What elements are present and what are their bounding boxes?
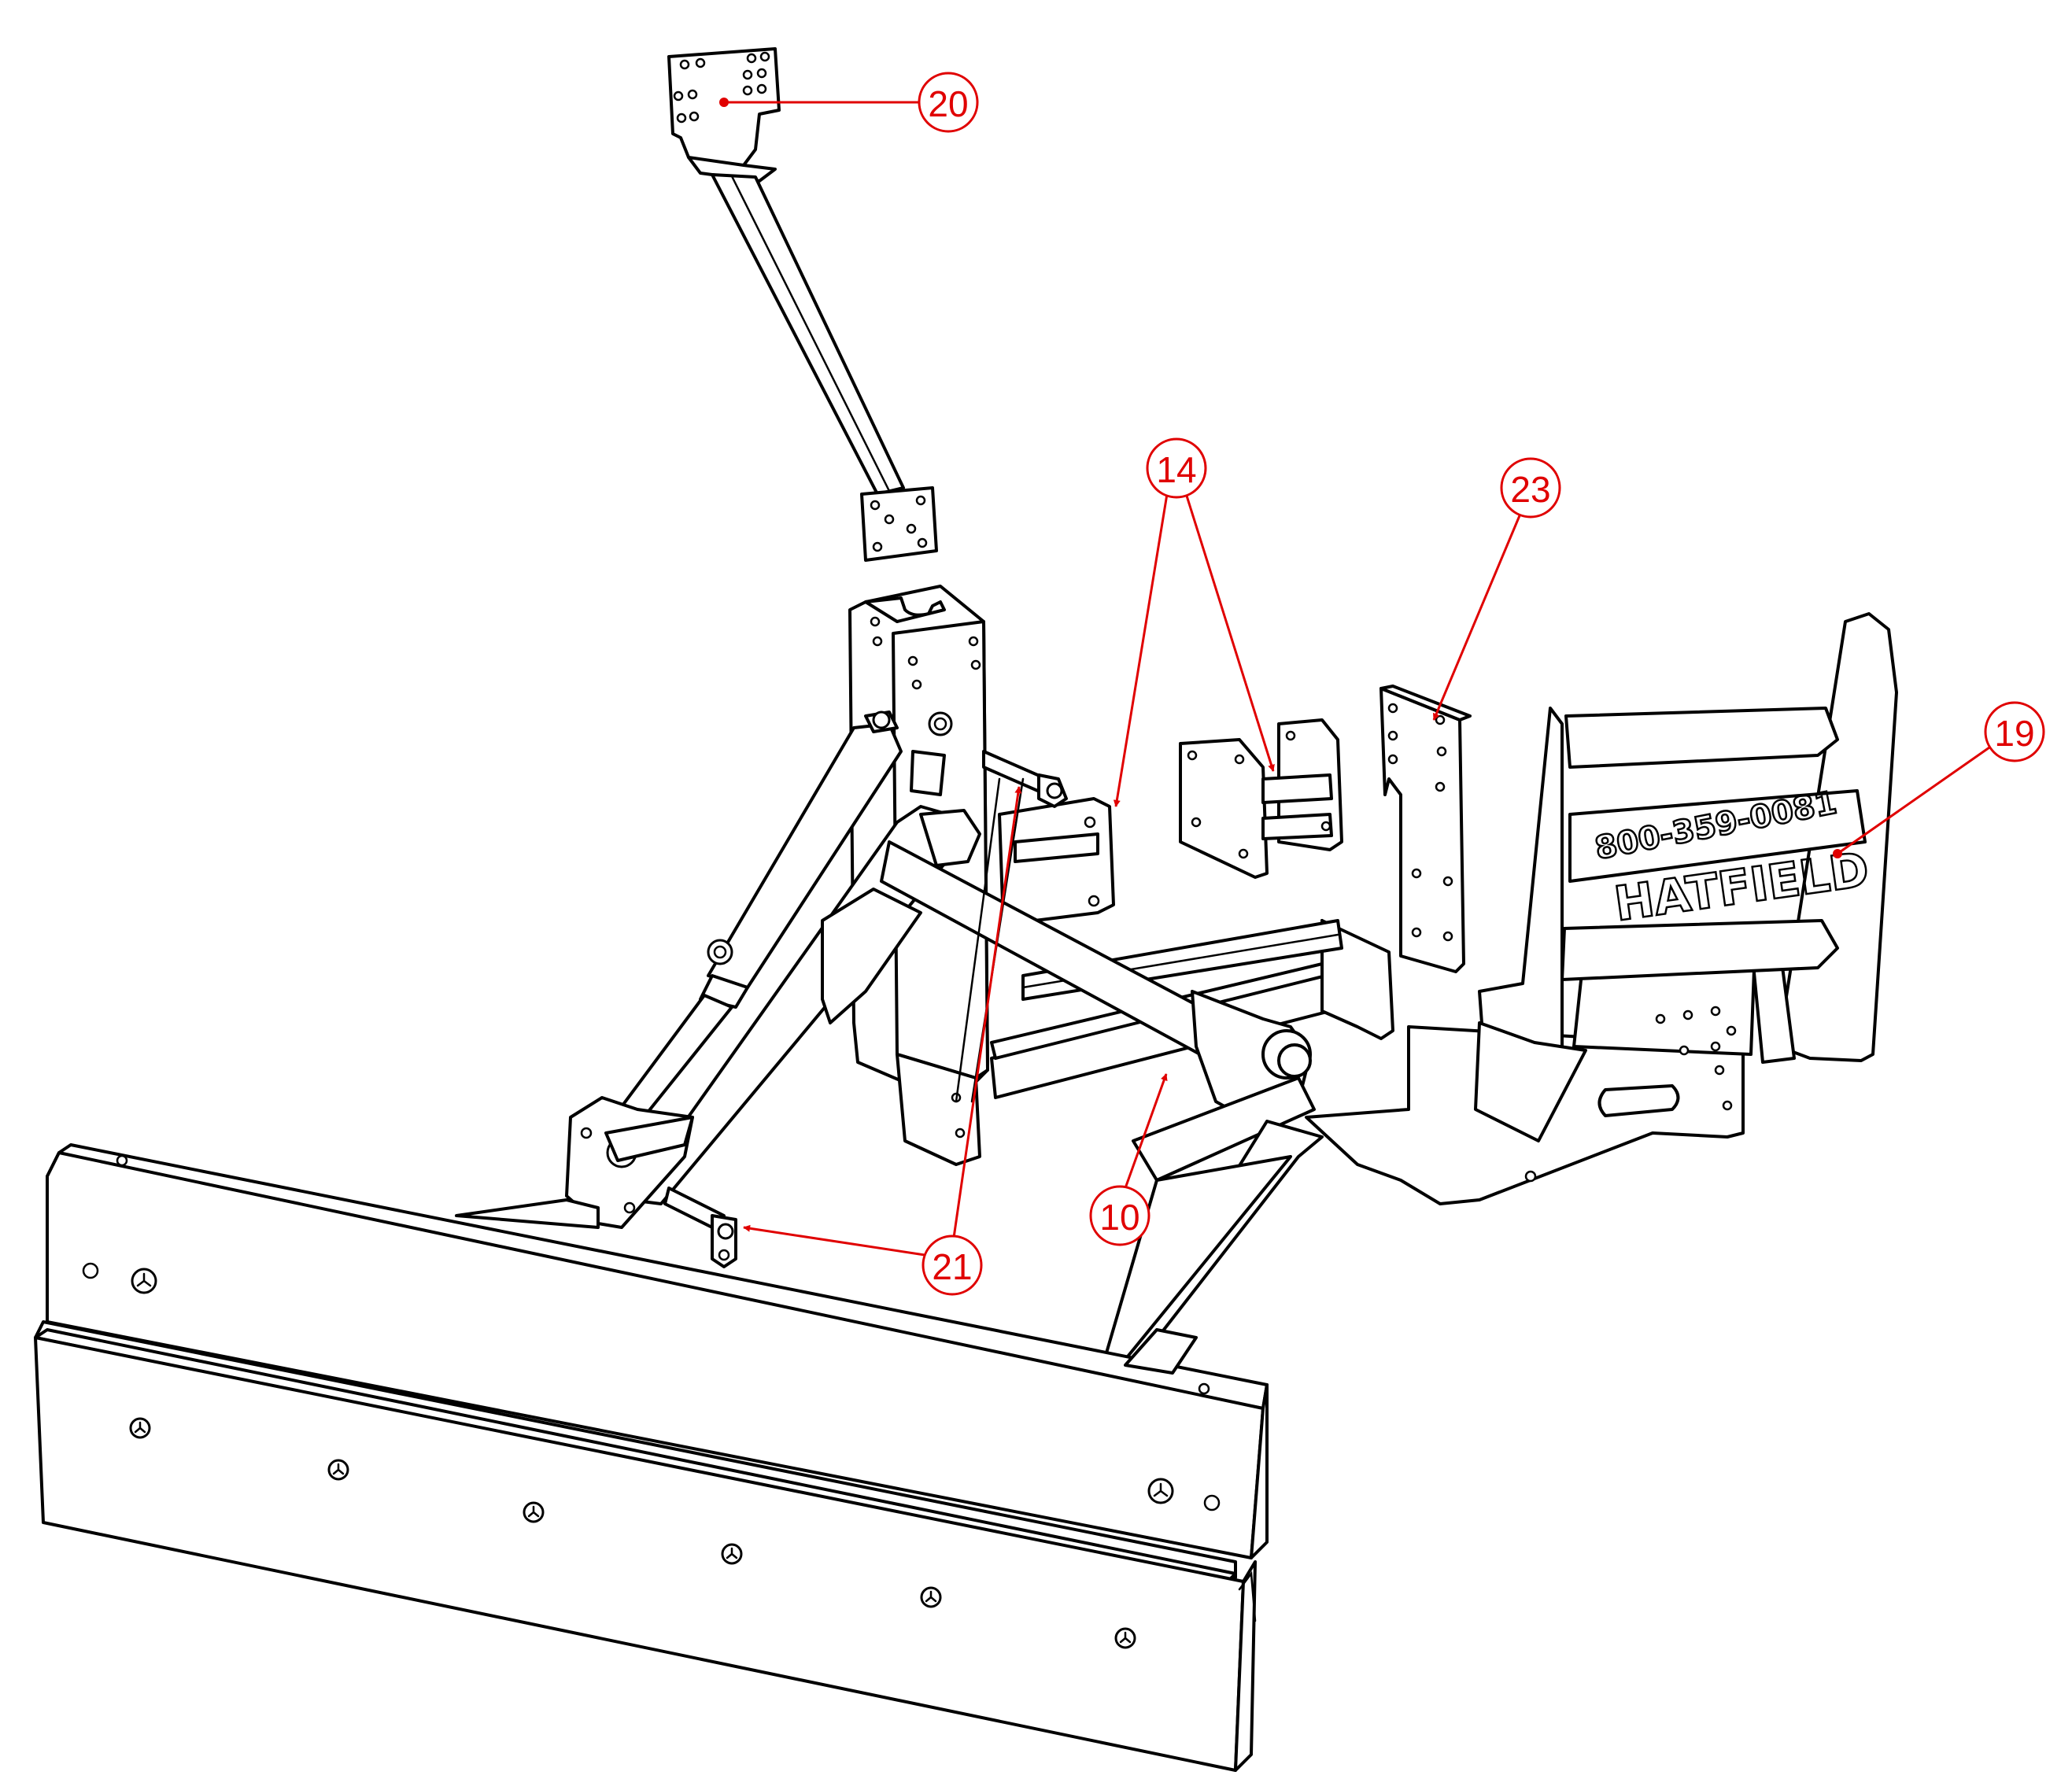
callout-19-leader (1837, 746, 1990, 855)
callout-20: 20 (719, 72, 979, 133)
blade-part (34, 1143, 1269, 1772)
callout-19-dot (1833, 849, 1842, 858)
callout-23-label: 23 (1510, 469, 1550, 510)
callout-23: 23 (1432, 457, 1561, 721)
pin-assembly-part (663, 750, 1068, 1268)
callout-19-balloon (1984, 701, 2045, 762)
blade-bolts (129, 1268, 1174, 1649)
callout-19: 19 (1833, 701, 2045, 858)
lift-arm-part (628, 805, 1324, 1371)
callout-21-leader-b (952, 786, 1022, 1238)
callout-20-dot (719, 98, 729, 107)
callout-21-leader-a (743, 1224, 925, 1257)
callout-20-label: 20 (928, 83, 968, 124)
brace-bottom-holes (870, 495, 928, 552)
callout-23-balloon (1500, 457, 1561, 519)
brace-top-holes (673, 51, 770, 124)
callout-10-label: 10 (1099, 1197, 1139, 1238)
callout-19-label: 19 (1994, 713, 2034, 754)
spacer-block-part (1179, 718, 1343, 879)
callout-21: 21 (743, 786, 1022, 1296)
rear-mount-frame-part: 800-359-0081 HATFIELD (1305, 612, 1898, 1205)
callout-10: 10 (1089, 1073, 1168, 1246)
callout-10-leader (1124, 1073, 1168, 1189)
callout-14-label: 14 (1156, 449, 1196, 490)
callout-21-label: 21 (932, 1246, 972, 1287)
callout-14-leader-a (1113, 493, 1169, 807)
mount-plate-part (1379, 685, 1472, 973)
callout-14-balloon (1146, 437, 1207, 499)
callout-14: 14 (1113, 437, 1275, 807)
callout-14-leader-b (1184, 493, 1275, 772)
callout-10-balloon (1089, 1185, 1150, 1246)
callout-21-balloon (922, 1235, 983, 1296)
callout-20-balloon (918, 72, 979, 133)
callout-23-leader (1432, 513, 1522, 721)
brace-bracket-part (667, 47, 938, 562)
